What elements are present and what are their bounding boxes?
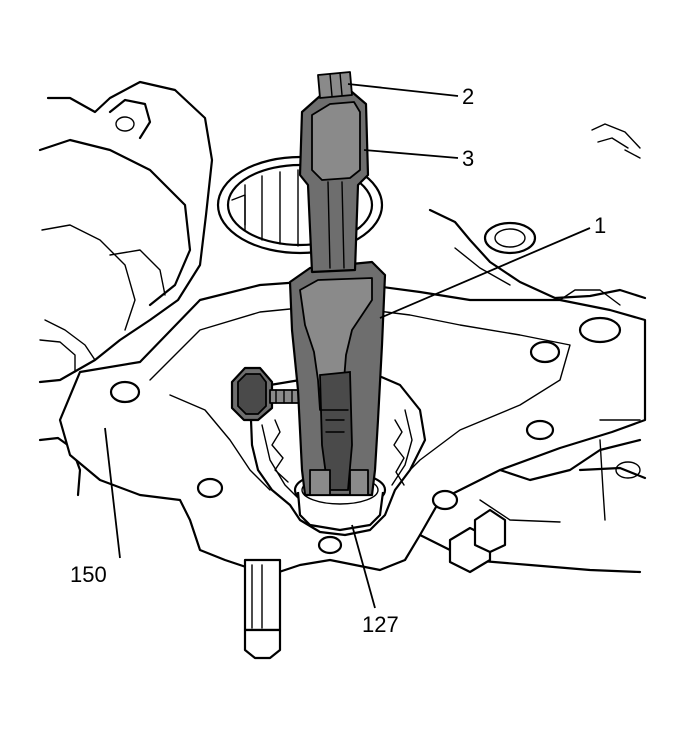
- leader-lines: [104, 83, 591, 609]
- tool-rod-2: [317, 71, 353, 99]
- case-right-upper: [428, 123, 647, 300]
- bolts: [243, 508, 507, 660]
- leader-3: [363, 149, 459, 159]
- callout-3: 3: [462, 146, 474, 171]
- callout-2: 2: [462, 84, 474, 109]
- callout-127: 127: [362, 612, 399, 637]
- leader-127: [351, 524, 376, 609]
- transmission-case-left: [38, 80, 214, 497]
- leader-2: [347, 83, 459, 97]
- tool-adapter-3: [298, 90, 370, 274]
- callouts: 2 3 1 150 127: [70, 84, 606, 637]
- callout-150: 150: [70, 562, 107, 587]
- leader-1: [379, 227, 591, 319]
- callout-1: 1: [594, 213, 606, 238]
- tool-body-1: [288, 260, 387, 497]
- thumb-screw: [230, 366, 306, 422]
- leader-150: [104, 427, 121, 559]
